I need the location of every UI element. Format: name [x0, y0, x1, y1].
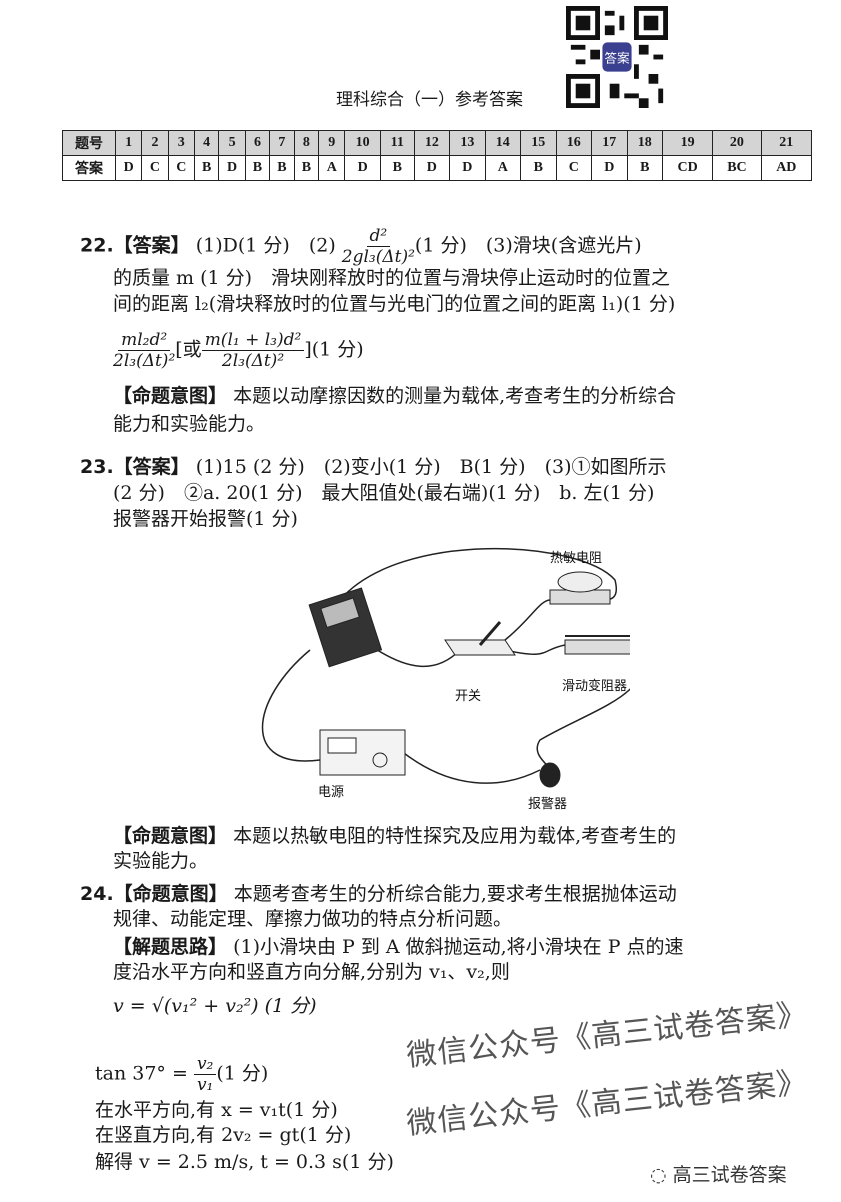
- question-number: 1: [114, 130, 143, 156]
- question-number: 2: [141, 130, 169, 156]
- question-number: 5: [218, 130, 246, 156]
- wire: [504, 644, 566, 656]
- q22-intent-cont: 能力和实验能力。: [113, 413, 266, 435]
- rheostat: [564, 635, 630, 655]
- answer-cell: B: [244, 155, 271, 181]
- question-number: 20: [712, 130, 762, 156]
- q24-idea-cont: 度沿水平方向和竖直方向分解,分别为 v₁、v₂,则: [113, 961, 510, 983]
- q23-line1: 23.【答案】 (1)15 (2 分) (2)变小(1 分) B(1 分) (3…: [80, 456, 667, 478]
- watermark: 微信公众号《高三试卷答案》: [404, 1064, 810, 1142]
- qr-code: 答案: [566, 6, 668, 108]
- wire: [504, 599, 551, 641]
- equation: 在水平方向,有 x = v₁t(1 分): [95, 1099, 338, 1121]
- answer-cell: AD: [760, 155, 813, 181]
- q22-line2: 的质量 m (1 分) 滑块刚释放时的位置与滑块停止运动时的位置之: [113, 267, 671, 289]
- q23-intent: 【命题意图】 本题以热敏电阻的特性探究及应用为载体,考查考生的: [113, 825, 677, 847]
- answer-cell: A: [484, 155, 522, 181]
- answer-cell: D: [413, 155, 451, 181]
- question-number: 9: [318, 130, 346, 156]
- answer-cell: B: [626, 155, 663, 181]
- question-number: 16: [555, 130, 593, 156]
- question-number: 15: [520, 130, 557, 156]
- equation: v = √(v₁² + v₂²) (1 分): [113, 995, 317, 1017]
- thermistor: [549, 571, 611, 605]
- q22-line3: 间的距离 l₂(滑块释放时的位置与光电门的位置之间的距离 l₁)(1 分): [113, 293, 676, 315]
- answer-cell: B: [520, 155, 557, 181]
- question-number: 7: [269, 130, 295, 156]
- meter: [308, 587, 383, 668]
- q23-line3: 报警器开始报警(1 分): [113, 508, 298, 530]
- switch: [444, 621, 516, 656]
- alarm-label: 报警器: [528, 796, 567, 812]
- answer-cell: C: [141, 155, 169, 181]
- q22-intent: 【命题意图】 本题以动摩擦因数的测量为载体,考查考生的分析综合: [113, 385, 677, 407]
- wechat-icon: ◌: [650, 1164, 673, 1186]
- answer-cell: D: [449, 155, 486, 181]
- equation: 解得 v = 2.5 m/s, t = 0.3 s(1 分): [95, 1151, 394, 1173]
- answer-cell: D: [344, 155, 381, 181]
- answer-cell: BC: [712, 155, 762, 181]
- question-number: 17: [591, 130, 628, 156]
- watermark: 微信公众号《高三试卷答案》: [404, 996, 810, 1074]
- question-number: 18: [626, 130, 663, 156]
- answer-cell: CD: [661, 155, 714, 181]
- q24-intent: 24.【命题意图】 本题考查考生的分析综合能力,要求考生根据抛体运动: [80, 883, 677, 905]
- answer-cell: C: [555, 155, 593, 181]
- q23-intent-cont: 实验能力。: [113, 850, 209, 872]
- question-number: 3: [167, 130, 195, 156]
- rheostat-label: 滑动变阻器: [562, 678, 627, 694]
- question-number: 8: [293, 130, 320, 156]
- alarm: [539, 762, 561, 788]
- wire: [399, 749, 541, 784]
- row-label: 题号: [62, 130, 116, 156]
- power-label: 电源: [318, 785, 344, 800]
- wire: [339, 547, 617, 601]
- answer-cell: A: [318, 155, 346, 181]
- answer-cell: D: [218, 155, 246, 181]
- equation: 在竖直方向,有 2v₂ = gt(1 分): [95, 1124, 352, 1146]
- answer-cell: C: [167, 155, 195, 181]
- q23-line2: (2 分) ②a. 20(1 分) 最大阻值处(最右端)(1 分) b. 左(1…: [113, 482, 655, 504]
- wire: [261, 649, 321, 762]
- answer-cell: B: [193, 155, 220, 181]
- question-number: 12: [413, 130, 451, 156]
- question-number: 11: [379, 130, 415, 156]
- question-number: 4: [193, 130, 220, 156]
- circuit-diagram: 热敏电阻 开关 滑动变阻器 电源 报警器: [261, 547, 630, 812]
- page-title: 理科综合（一）参考答案: [336, 90, 523, 110]
- question-number: 6: [244, 130, 271, 156]
- wechat-logo: ◌ 高三试卷答案: [650, 1164, 787, 1186]
- row-label: 答案: [62, 155, 116, 181]
- question-number: 13: [449, 130, 486, 156]
- q24-intent-cont: 规律、动能定理、摩擦力做功的特点分析问题。: [113, 908, 513, 930]
- q24-idea: 【解题思路】 (1)小滑块由 P 到 A 做斜抛运动,将小滑块在 P 点的速: [113, 936, 684, 958]
- question-number: 21: [760, 130, 813, 156]
- switch-label: 开关: [455, 689, 481, 704]
- answer-cell: D: [591, 155, 628, 181]
- question-number: 10: [344, 130, 381, 156]
- question-number: 19: [661, 130, 714, 156]
- thermistor-label: 热敏电阻: [550, 551, 602, 566]
- svg-text:答案: 答案: [604, 50, 630, 65]
- wire: [536, 645, 630, 771]
- power-supply: [319, 729, 406, 776]
- answer-cell: B: [269, 155, 295, 181]
- answer-cell: B: [293, 155, 320, 181]
- answer-cell: B: [379, 155, 415, 181]
- answer-cell: D: [114, 155, 143, 181]
- question-number: 14: [484, 130, 522, 156]
